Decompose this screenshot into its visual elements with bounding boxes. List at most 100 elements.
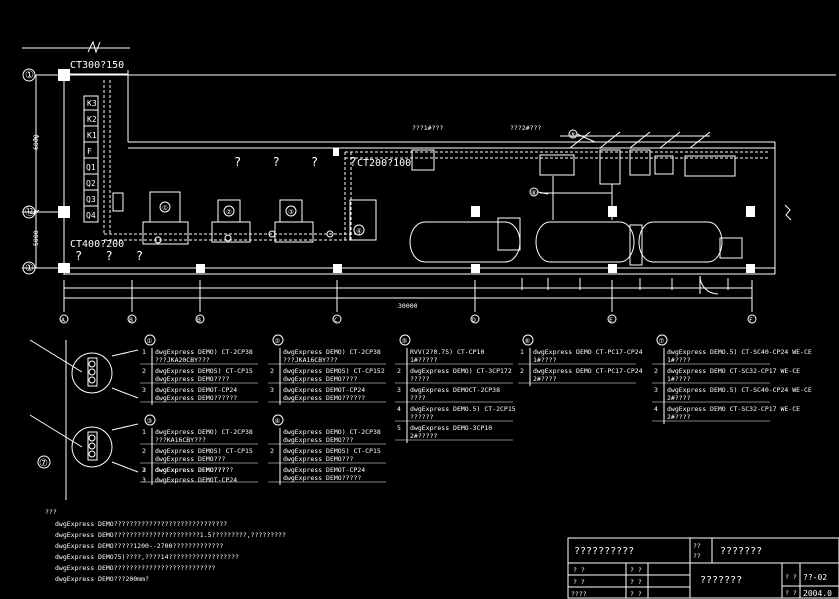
legend-row-note: 1#???? (533, 356, 557, 364)
legend-row-note: 1#????? (410, 356, 437, 364)
legend-row-number: 4 (654, 405, 658, 413)
legend-row-spec: dwgExpress DEMO.5) CT-SC40-CP24 WE-CE (667, 386, 812, 394)
legend-row-note: ???? (410, 394, 426, 402)
dim-left-1: 6000 (32, 134, 40, 150)
legend-row-spec: dwgExpress DEMO5) CT-CP152 (283, 367, 385, 375)
notes: ??? dwgExpress DEMO?????????????????????… (45, 508, 286, 583)
panel-q3: Q3 (86, 195, 96, 204)
panel-q4: Q4 (86, 211, 96, 220)
cable-label-top: CT300?150 (70, 60, 124, 71)
legend-row-note: ???JKA16CBY??? (283, 356, 338, 364)
panel-k2: K2 (87, 115, 97, 124)
tb-label-b: ?? (693, 552, 701, 560)
legend-row-number: 3 (654, 386, 658, 394)
legend-row-number: 5 (397, 424, 401, 432)
dim-total: 30000 (398, 302, 418, 310)
legend-row-note: 2#???? (667, 413, 691, 421)
question-row-2: ? ? ? (75, 249, 151, 263)
dim-left-2: 5000 (32, 230, 40, 246)
legend-row-spec: dwgExpress DEMO????? (155, 466, 233, 474)
legend-row-note: dwgExpress DEMO??? (283, 455, 354, 463)
tb-drawing-name: ??????? (720, 546, 762, 557)
notes-title: ??? (45, 508, 57, 516)
circle-6: ⑥ (531, 189, 537, 197)
axis-b2: B (197, 316, 201, 324)
legend-row-spec: dwgExpress DEMO) CT-2CP38 (155, 428, 253, 436)
tb-r2b: ? ? (630, 566, 642, 574)
legend-row-number: 2 (520, 367, 524, 375)
legend-row-note: dwgExpress DEMO??? (283, 436, 354, 444)
legend-row-note: ????? (410, 375, 430, 383)
legend-row-note: dwgExpress DEMO????? (283, 474, 361, 482)
legend-row-spec: RVV(2?0.75) CT-CP10 (410, 348, 484, 356)
legend-row-spec: dwgExpress DEMOT-CP24 (283, 386, 365, 394)
note-line-3: dwgExpress DEMO?????1200--2700??????????… (55, 542, 223, 550)
legend-row-spec: dwgExpress DEMO) CT-2CP38 (283, 348, 381, 356)
legend-row-note: ???KA16CBY??? (155, 436, 206, 444)
axis-c: C (334, 316, 338, 324)
tb-label-a: ?? (693, 542, 701, 550)
axis-d: D (472, 316, 476, 324)
note-line-1: dwgExpress DEMO?????????????????????????… (55, 520, 227, 528)
legend-id: ③ (147, 417, 153, 425)
legend-row-number: 2 (270, 367, 274, 375)
note-line-6: dwgExpress DEMO???200mm? (55, 575, 149, 583)
title-block-text: ?????????? ?? ?? ??????? ? ? ? ? ? ? ? ?… (571, 542, 832, 598)
legend-row-note: ?????? (410, 413, 434, 421)
note-line-2: dwgExpress DEMO??????????????????????1.5… (55, 531, 286, 539)
legend-row-spec: dwgExpress DEMO5) CT-CP15 (283, 447, 381, 455)
panel-k3: K3 (87, 99, 97, 108)
axis-label-bot: ① (25, 263, 34, 274)
legend-row-number: 3 (270, 386, 274, 394)
legend-row-spec: dwgExpress DEMOCT-2CP38 (410, 386, 500, 394)
legend-row-spec: dwgExpress DEMO-3CP10 (410, 424, 492, 432)
legend-row-note: 2#????? (410, 432, 437, 440)
panel-k1: K1 (87, 131, 97, 140)
question-row: ? ? ? ? (234, 155, 369, 169)
legend-row-number: 3 (142, 466, 146, 474)
tb-r3a: ? ? (573, 578, 585, 586)
legend-circle (272, 334, 284, 346)
legend-row-note: 2#???? (667, 394, 691, 402)
circle-3: ③ (288, 208, 294, 216)
circle-5: ⑤ (570, 131, 576, 139)
panel-q2: Q2 (86, 179, 96, 188)
legend-row-number: 4 (397, 405, 401, 413)
tb-r2a: ? ? (573, 566, 585, 574)
legend-row-note: 1#???? (667, 356, 691, 364)
panel-q1: Q1 (86, 163, 96, 172)
legend-row-spec: dwgExpress DEMO CT-PC17-CP24 (533, 348, 643, 356)
legend-row-spec: dwgExpress DEMOT-CP24 (155, 386, 237, 394)
legend-row-number: 1 (142, 428, 146, 436)
circle-1: ① (162, 204, 168, 212)
tb-rc2: ??-02 (803, 573, 827, 582)
legend-row-spec: dwgExpress DEMO5) CT-CP15 (155, 367, 253, 375)
legend-id: ⑦ (659, 337, 665, 345)
legend-row-spec: dwgExpress DEMO CT-SC32-CP17 WE-CE (667, 405, 800, 413)
legend-row-note: dwgExpress DEMO??? (155, 455, 226, 463)
legend-id: ① (147, 337, 153, 345)
plan-labels: ① ⑫ ① CT300?150 CT200?100 CT400?200 K3 K… (25, 60, 753, 324)
cable-label-low: CT400?200 (70, 239, 124, 250)
axis-b1: B (129, 316, 133, 324)
tb-rc1: ? ? (785, 573, 797, 581)
tb-rc3: ? ? (785, 589, 797, 597)
legend-row-note: 1#???? (667, 375, 691, 383)
columns (58, 69, 755, 273)
legend-id: ⑥ (525, 337, 531, 345)
legend-id: ⑤ (402, 337, 408, 345)
legend-extra-number: 3 (142, 476, 146, 484)
legend-group: ③1 dwgExpress DEMO) CT-2CP38???KA16CBY???… (140, 414, 258, 485)
note-line-4: dwgExpress DEMO75)????,????14???????????… (55, 553, 239, 561)
detail-circle-7: ⑦ (39, 458, 48, 469)
panel-f: F (87, 147, 92, 156)
legend-row-number: 1 (142, 348, 146, 356)
tb-r4a: ???? (571, 590, 587, 598)
legend-circle (144, 334, 156, 346)
